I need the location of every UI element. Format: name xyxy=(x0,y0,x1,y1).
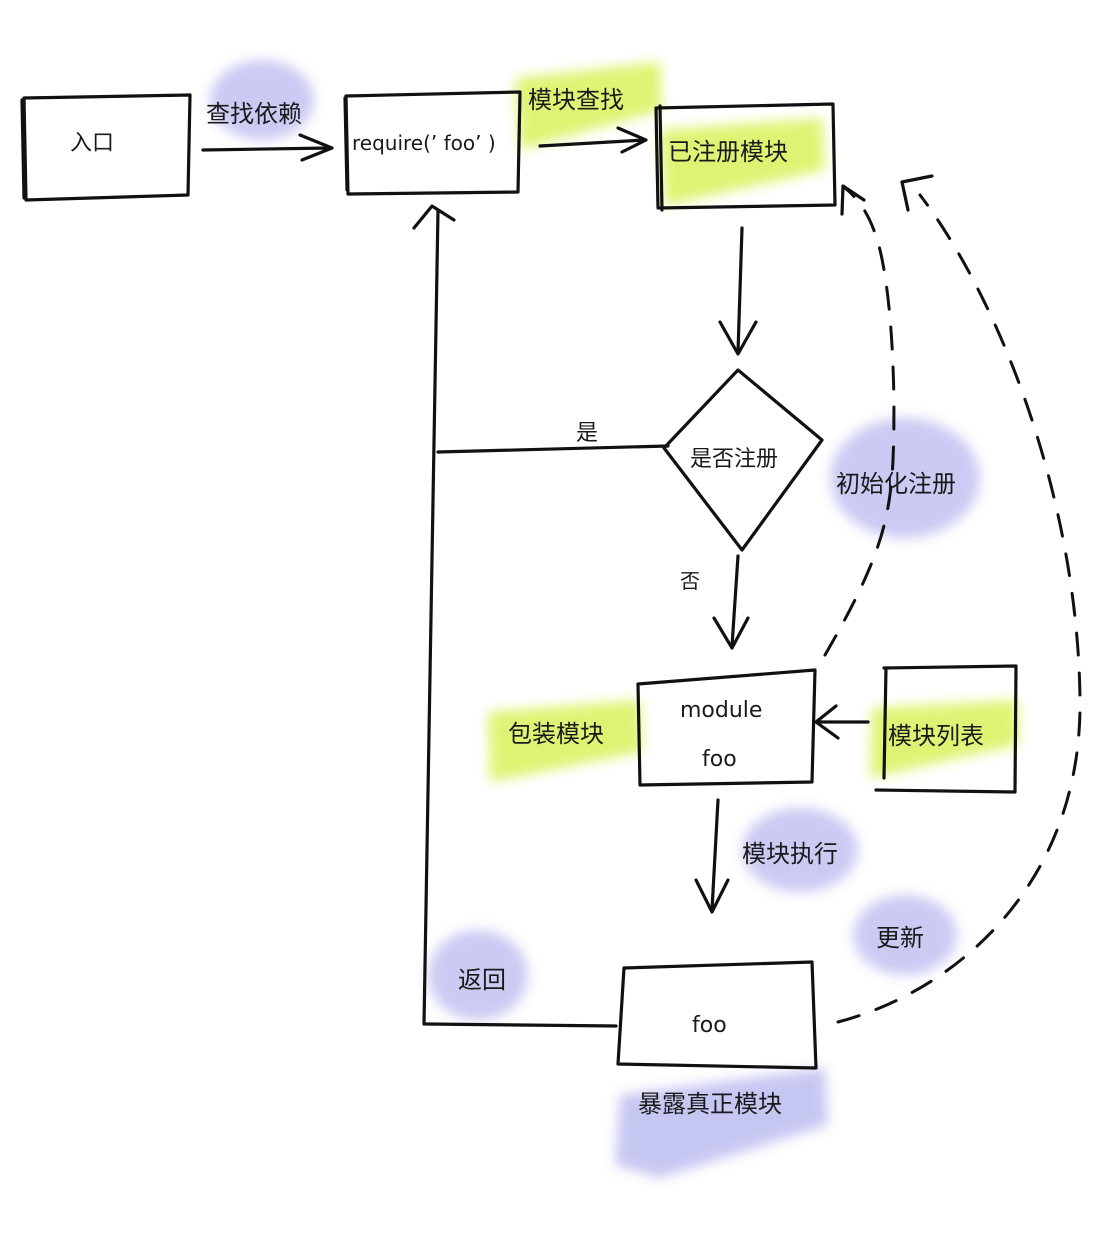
green-highlight-module-list xyxy=(870,700,1018,778)
line-decision-yes xyxy=(436,444,670,454)
module-label-line1: module xyxy=(680,698,762,723)
module-exec-label: 模块执行 xyxy=(742,840,838,868)
module-box xyxy=(636,668,817,787)
decision-diamond xyxy=(662,368,824,552)
update-label: 更新 xyxy=(876,924,924,952)
purple-highlight-module-exec xyxy=(742,808,858,892)
dashed-update-arrowhead xyxy=(900,174,934,212)
purple-highlight-expose xyxy=(615,1068,828,1178)
line-foo-return xyxy=(424,1022,618,1028)
dashed-connectors xyxy=(823,174,1082,1024)
arrow-trunk-to-require xyxy=(412,204,456,1026)
require-box xyxy=(343,90,522,196)
green-highlight-module-lookup xyxy=(515,62,662,150)
dashed-init-register-path xyxy=(823,186,896,657)
arrow-decision-no-to-module xyxy=(712,554,750,650)
find-deps-label: 查找依赖 xyxy=(206,100,302,128)
green-highlight-registered xyxy=(660,118,825,206)
module-lookup-label: 模块查找 xyxy=(528,86,624,114)
return-label: 返回 xyxy=(458,966,506,994)
entry-label: 入口 xyxy=(70,131,114,156)
foo-box xyxy=(616,960,818,1070)
dashed-update-path xyxy=(836,193,1082,1024)
registered-box xyxy=(654,102,837,212)
purple-highlight-find-deps xyxy=(210,60,314,140)
arrow-module-to-foo xyxy=(694,798,730,914)
dashed-init-arrowhead xyxy=(840,184,866,216)
module-list-label: 模块列表 xyxy=(888,722,984,750)
purple-highlight-init-register xyxy=(830,418,980,538)
labels: 入口 require(’ foo’ ) 已注册模块 是否注册 module fo… xyxy=(70,86,984,1118)
purple-highlight-update xyxy=(853,895,957,975)
arrow-require-to-registered xyxy=(538,126,648,154)
expose-label: 暴露真正模块 xyxy=(638,1090,782,1118)
arrow-entry-to-require xyxy=(201,133,334,162)
module-list-box xyxy=(874,664,1018,794)
require-label: require(’ foo’ ) xyxy=(352,131,496,155)
foo-label: foo xyxy=(692,1013,727,1038)
wrap-module-label: 包装模块 xyxy=(508,720,604,748)
green-highlight-wrap-module xyxy=(488,700,642,782)
connectors xyxy=(201,126,870,1028)
entry-box xyxy=(20,93,192,202)
arrow-registered-to-decision xyxy=(718,226,758,356)
registered-label: 已注册模块 xyxy=(668,138,788,166)
init-register-label: 初始化注册 xyxy=(836,470,956,498)
purple-highlight-return xyxy=(428,930,528,1020)
boxes xyxy=(20,90,1018,1070)
yes-label: 是 xyxy=(576,421,598,446)
arrow-list-to-module xyxy=(814,704,870,740)
decision-label: 是否注册 xyxy=(690,447,778,472)
module-label-line2: foo xyxy=(702,747,737,772)
highlights xyxy=(210,60,1018,1178)
no-label: 否 xyxy=(680,569,700,593)
